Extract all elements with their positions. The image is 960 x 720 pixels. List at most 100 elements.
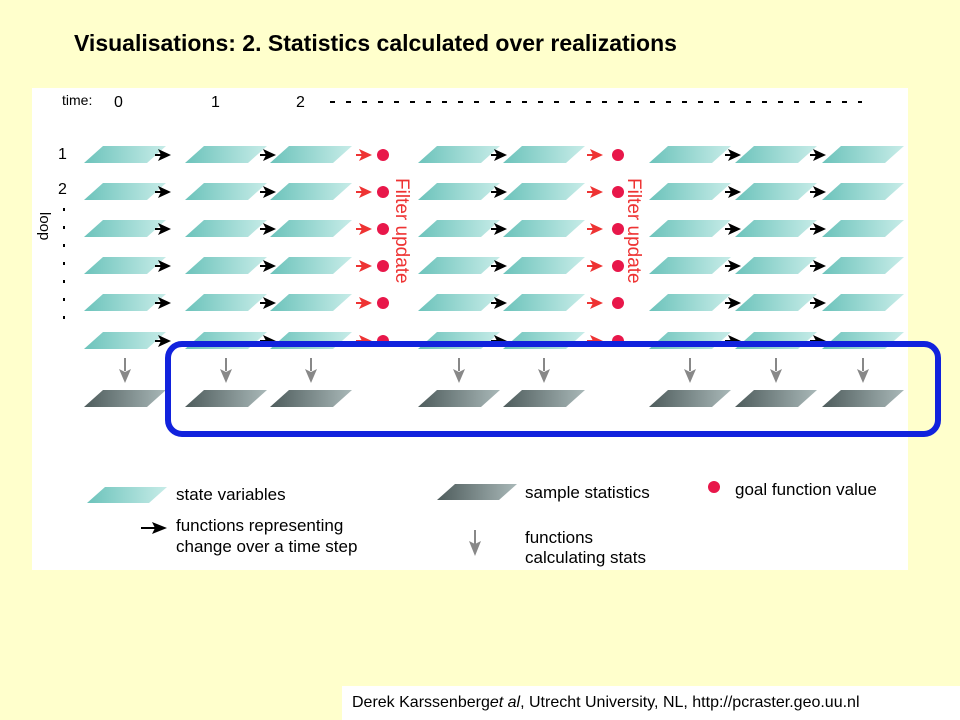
footer-author: Derek Karssenberg xyxy=(352,694,490,711)
goal-function-dot xyxy=(377,186,389,198)
state-variable-shape xyxy=(84,332,166,349)
state-variable-shape xyxy=(735,146,817,163)
change-arrow-icon xyxy=(813,186,826,198)
filter-update-label-1: Filter update xyxy=(391,178,412,284)
change-arrow-icon xyxy=(263,297,276,309)
time-tick-2: 2 xyxy=(296,94,305,111)
filter-arrow-icon xyxy=(590,297,603,309)
filter-arrow-icon xyxy=(359,260,372,272)
stats-arrow-icon xyxy=(119,369,131,383)
change-arrow-icon xyxy=(813,297,826,309)
state-variable-shape xyxy=(418,146,500,163)
change-arrow-icon xyxy=(263,149,276,161)
state-variable-shape xyxy=(735,257,817,274)
change-arrow-icon xyxy=(263,260,276,272)
change-arrow-icon xyxy=(263,223,276,235)
legend-change-arrow-icon xyxy=(141,522,167,534)
state-variable-shape xyxy=(84,183,166,200)
change-arrow-icon xyxy=(158,260,171,272)
legend-goal-label: goal function value xyxy=(735,480,877,499)
legend-stats-arrow-icon xyxy=(469,530,481,556)
change-arrow-icon xyxy=(728,223,741,235)
change-arrow-icon xyxy=(263,186,276,198)
state-variable-shape xyxy=(270,257,352,274)
change-arrow-icon xyxy=(728,297,741,309)
change-arrow-icon xyxy=(728,186,741,198)
time-tick-0: 0 xyxy=(114,94,123,111)
state-variable-shape xyxy=(418,183,500,200)
state-variable-shape xyxy=(649,183,731,200)
state-variable-shape xyxy=(822,146,904,163)
sample-statistics-shape xyxy=(503,390,585,407)
state-variable-shape xyxy=(503,294,585,311)
state-variable-shape xyxy=(822,220,904,237)
stats-arrow-icon xyxy=(538,369,550,383)
state-variable-shape xyxy=(649,257,731,274)
stats-arrow-icon xyxy=(305,369,317,383)
sample-statistics-shape xyxy=(270,390,352,407)
legend-stats-swatch xyxy=(437,484,517,500)
legend-change-label-2: change over a time step xyxy=(176,537,357,556)
change-arrow-icon xyxy=(494,149,507,161)
state-variable-shape xyxy=(270,183,352,200)
state-variable-shape xyxy=(649,146,731,163)
state-variable-shape xyxy=(185,257,267,274)
state-variable-shape xyxy=(270,220,352,237)
filter-arrow-icon xyxy=(590,186,603,198)
state-variable-shape xyxy=(735,220,817,237)
loop-label: loop xyxy=(36,212,53,240)
state-variable-shape xyxy=(270,294,352,311)
stats-arrow-icon xyxy=(684,369,696,383)
sample-statistics-shape xyxy=(822,390,904,407)
change-arrow-icon xyxy=(728,149,741,161)
stats-arrow-icon xyxy=(220,369,232,383)
sample-statistics-shape xyxy=(185,390,267,407)
change-arrow-icon xyxy=(494,186,507,198)
state-variable-shape xyxy=(649,220,731,237)
footer-rest: , Utrecht University, NL, http://pcraste… xyxy=(520,694,860,711)
state-variable-shape xyxy=(503,220,585,237)
filter-arrow-icon xyxy=(590,149,603,161)
state-variable-shape xyxy=(84,257,166,274)
state-variable-shape xyxy=(185,294,267,311)
sample-statistics-shape xyxy=(649,390,731,407)
state-variable-shape xyxy=(84,146,166,163)
goal-function-dot xyxy=(377,223,389,235)
filter-arrow-icon xyxy=(359,223,372,235)
stats-arrow-icon xyxy=(770,369,782,383)
filter-arrow-icon xyxy=(590,260,603,272)
state-variable-shape xyxy=(185,183,267,200)
legend-state-label: state variables xyxy=(176,485,286,504)
state-variable-shape xyxy=(649,294,731,311)
state-variable-shape xyxy=(503,257,585,274)
state-variable-shape xyxy=(822,257,904,274)
change-arrow-icon xyxy=(158,335,171,347)
change-arrow-icon xyxy=(158,149,171,161)
goal-function-dot xyxy=(612,260,624,272)
change-arrow-icon xyxy=(813,260,826,272)
slide-title: Visualisations: 2. Statistics calculated… xyxy=(74,30,677,56)
filter-arrow-icon xyxy=(590,223,603,235)
time-tick-1: 1 xyxy=(211,94,220,111)
legend-goal-dot xyxy=(708,481,720,493)
goal-function-dot xyxy=(612,223,624,235)
state-variable-shape xyxy=(503,146,585,163)
filter-arrow-icon xyxy=(359,149,372,161)
state-variable-shape xyxy=(418,257,500,274)
footer-etal: et al xyxy=(489,694,521,711)
state-variable-shape xyxy=(503,183,585,200)
state-variable-shape xyxy=(185,220,267,237)
goal-function-dot xyxy=(377,297,389,309)
legend-stats-arrow-label-1: functions xyxy=(525,528,593,547)
sample-statistics-shape xyxy=(418,390,500,407)
sample-statistics-shape xyxy=(735,390,817,407)
state-variable-shape xyxy=(418,220,500,237)
change-arrow-icon xyxy=(158,297,171,309)
state-variable-shape xyxy=(418,294,500,311)
highlight-box xyxy=(165,341,941,437)
state-variable-shape xyxy=(185,146,267,163)
change-arrow-icon xyxy=(494,260,507,272)
filter-arrow-icon xyxy=(359,186,372,198)
stats-arrow-icon xyxy=(857,369,869,383)
